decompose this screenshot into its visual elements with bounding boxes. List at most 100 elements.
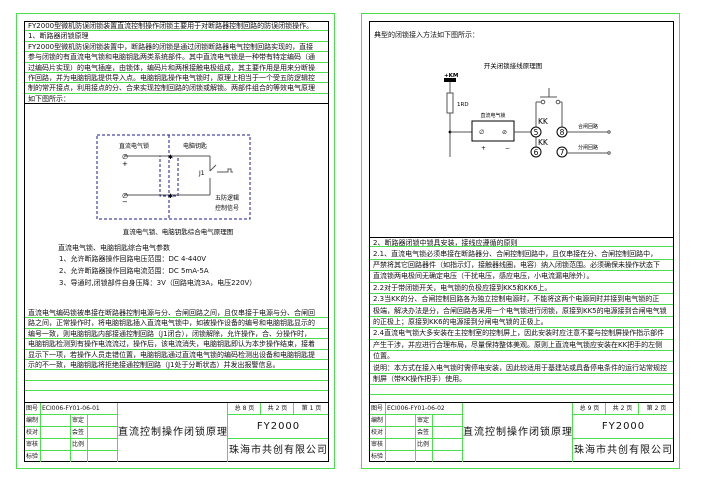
page-count: 共 2 页 — [606, 403, 639, 415]
label-checked: 校对 — [370, 427, 386, 439]
text-row: 2.3当KK的分、合闸控制回路各为独立控制电源时，不能将这两个电源同时并接到电气… — [370, 294, 673, 306]
param-item: 2、允许断路器操作回路电流范围：DC 5mA-5A — [59, 267, 209, 275]
intro-row: FY2000型微机防误闭锁装置直流控制操作闭锁主要用于对断路器控制回路的防误闭锁… — [25, 21, 328, 32]
text-row: 作回路，并为电脑钥匙提供导入点。电脑钥匙操作电气锁时，原理上相当于一个受五防逻辑… — [25, 73, 328, 84]
text-row: 产生干涉，并应进行合理布局，尽量保持整体美观。原则上直流电气锁应安装在KK把手的… — [370, 340, 673, 352]
title-block: 图号 ECI006-FY01-06-02 编制 校对 审核 标验 审定 会签 比… — [369, 402, 674, 462]
minus-sign: − — [122, 198, 128, 206]
diagram-wire — [159, 155, 179, 197]
blank-cell — [416, 451, 433, 462]
blank-cell — [386, 427, 416, 439]
blank-cell — [433, 427, 463, 439]
drawing-no-label: 图号 — [25, 403, 41, 415]
label-approved: 审定 — [416, 415, 433, 427]
blank-cell — [386, 415, 416, 427]
drawing-title: 直流控制操作闭锁原理 — [118, 403, 228, 462]
param-item: 3、导通时,闭锁部件自身压降：3V（回路电流3A，电压220V） — [59, 279, 257, 287]
blank-row — [25, 370, 328, 382]
text-row: 直流电气编码锁被串接在断路器控制电源与分、合闸回路之间，且仅串接于电源与分、合闸… — [25, 308, 328, 319]
kk-label: KK — [538, 138, 549, 147]
drawing-title: 直流控制操作闭锁原理 — [463, 403, 573, 462]
diagram-text: ∅ — [479, 129, 484, 136]
text-row: 2.2对于带闭锁开关，电气锁的负极应接到KK5和KK6上。 — [370, 283, 673, 295]
lock-label: 直流电气锁 — [480, 112, 505, 119]
label-reviewed: 审核 — [370, 439, 386, 451]
blank-cell — [433, 439, 463, 451]
title-block: 图号 ECI006-FY01-06-01 编制 校对 审核 标验 审定 会签 比… — [24, 402, 329, 462]
text-row: 2.1、直流电气锁必须串接在断路器分、合闸控制回路中，且仅串接在分、合闸控制回路… — [370, 249, 673, 260]
label-checked: 校对 — [25, 427, 41, 439]
resistor — [446, 92, 454, 114]
close-circuit-label: 合闸回路 — [578, 123, 598, 130]
page-number: 第 2 页 — [639, 403, 673, 415]
label-inspected: 标验 — [25, 451, 41, 462]
diagram-text: ✱ — [168, 193, 173, 200]
diagram-wire — [555, 99, 561, 105]
blank-cell — [386, 439, 416, 451]
plus-sign: + — [481, 145, 486, 152]
text-row: 路之间，正常操作时，将电脑钥匙插入直流电气锁中，如被操作设备的编号和电脑钥匙显示… — [25, 318, 328, 329]
blank-cell — [88, 427, 118, 439]
blank-cell — [88, 439, 118, 451]
diagram-boundary — [96, 134, 251, 220]
product-name: FY2000 — [228, 415, 328, 439]
diagram-text: 7 — [560, 148, 565, 157]
blank-cell — [88, 451, 118, 462]
drawing-no: ECI006-FY01-06-02 — [386, 403, 463, 415]
text-row: 位置。 — [370, 351, 673, 363]
text-row: 制的常开接点，利用接点的分、合来实现控制回路的闭锁或解锁。两部件组合的等效电气原… — [25, 83, 328, 94]
text-row: 严禁将其它回路器件（如指示灯，接触器线圈，电容）纳入闭锁范围。必须确保未操作状态… — [370, 260, 673, 272]
label-countersign: 会签 — [416, 427, 433, 439]
blank-cell — [88, 415, 118, 427]
diagram-text: ⊘ — [502, 129, 507, 136]
blank-cell — [41, 439, 71, 451]
total-pages: 总 9 页 — [573, 403, 606, 415]
text-row: 编号一致，则电脑钥匙内部接通控制回路（J1闭合），闭锁解除，允许操作，合、分操作… — [25, 329, 328, 340]
signal-label: 控制信号 — [215, 204, 239, 212]
diagram-text: 8 — [560, 128, 565, 137]
diagram-wire — [226, 168, 233, 173]
text-row: 参与闭锁的有直流电气锁和电脑钥匙两类系统部件。其中直流电气锁是一种带有特定编码（… — [25, 52, 328, 63]
diagram-text: 5 — [534, 128, 539, 137]
signal-label: 五防逻辑 — [215, 194, 239, 202]
blank-cell — [386, 451, 416, 462]
section-heading: 1、断路器闭锁原理 — [25, 31, 328, 42]
diagram-text: ∅ — [122, 192, 128, 200]
text-row: 示的不一致，电脑钥匙将拒绝接通控制回路（J1处于分断状态）并发出报警信息。 — [25, 360, 328, 371]
blank-row — [25, 381, 328, 392]
drawing-no: ECI006-FY01-06-01 — [41, 403, 118, 415]
text-row: 2.4直流电气锁大多安装在主控制室的控制屏上，因此安装时应注意不要与控制屏操作指… — [370, 328, 673, 340]
blank-cell — [433, 451, 463, 462]
label-compiled: 编制 — [25, 415, 41, 427]
product-name: FY2000 — [573, 415, 673, 439]
page-1: FY2000型微机防误闭锁装置直流控制操作闭锁主要用于对断路器控制回路的防误闭锁… — [0, 0, 345, 496]
diagram-text: ∅ — [122, 153, 128, 161]
open-circuit-label: 分闸回路 — [578, 144, 598, 151]
text-row: FY2000型微机防误闭锁装置中，断路器的闭锁是通过闭锁断路器电气控制回路实现的… — [25, 42, 328, 53]
minus-sign: − — [505, 145, 510, 152]
diagram-wire — [607, 130, 611, 134]
diagram-text: ✱ — [168, 154, 173, 161]
text-row: 显示下一项，若操作人员走错位置，电脑钥匙通过直流电气锁的编码检测出设备和电脑钥匙… — [25, 350, 328, 360]
blank-cell — [41, 427, 71, 439]
terminal-7 — [556, 146, 568, 158]
terminal-5 — [530, 126, 542, 138]
blank-cell — [71, 451, 88, 462]
page-number: 第 1 页 — [294, 403, 328, 415]
drawing-no-label: 图号 — [370, 403, 386, 415]
diagram-caption: 直流电气锁、电脑钥匙综合电气原理图 — [123, 227, 234, 236]
page-count: 共 2 页 — [261, 403, 294, 415]
blank-cell — [433, 415, 463, 427]
diagram-wire — [607, 151, 611, 155]
label-inspected: 标验 — [370, 451, 386, 462]
text-row: 过编码片实现）的电气插座，由锁体，编码片和两根接触电极组成，其主要作用是用来分断… — [25, 63, 328, 73]
blank-row — [370, 385, 673, 396]
kk-label: KK — [538, 117, 549, 126]
company-name: 珠海市共创有限公司 — [574, 445, 673, 456]
note-row: 制屏（带KK操作把手）使用。 — [370, 374, 673, 386]
total-pages: 总 8 页 — [228, 403, 261, 415]
text-row: 直流锁两电极间无确定电压（干扰电压，感应电压，小电流漏电除外）。 — [370, 271, 673, 283]
blank-cell — [41, 415, 71, 427]
label-compiled: 编制 — [370, 415, 386, 427]
busbar — [444, 78, 456, 82]
